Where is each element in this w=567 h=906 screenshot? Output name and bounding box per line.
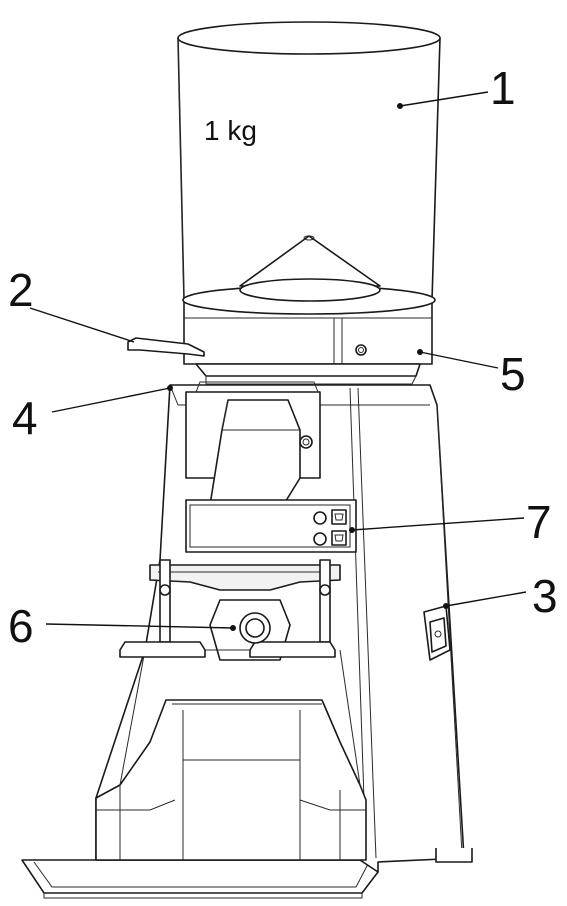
hopper-capacity-label: 1 kg [204,115,257,146]
callout-1-number: 1 [490,62,516,114]
callout-7: 7 [349,496,552,548]
single-dose-button[interactable] [331,509,347,525]
callout-7-number: 7 [526,496,552,548]
callout-5: 5 [417,348,526,400]
bean-hopper: 1 kg [177,21,441,315]
dosing-chute [185,381,321,531]
callout-2-number: 2 [8,264,34,316]
callout-5-number: 5 [500,348,526,400]
power-switch[interactable] [423,605,451,661]
callout-4: 4 [12,385,173,444]
callout-4-number: 4 [12,392,38,444]
control-panel [185,499,357,553]
start-button[interactable] [239,612,271,644]
callout-3: 3 [443,570,558,622]
indicator-light-2 [313,532,327,546]
callout-6-number: 6 [8,600,34,652]
portafilter-holder [119,559,341,661]
double-dose-button[interactable] [331,530,347,546]
grind-adjustment-lever[interactable] [127,337,205,357]
hopper-collar [183,299,433,385]
callout-1: 1 [397,62,516,114]
callout-2: 2 [8,264,135,343]
callout-6: 6 [8,600,236,652]
drip-tray [21,859,379,899]
callout-3-number: 3 [532,570,558,622]
indicator-light-1 [313,511,327,525]
